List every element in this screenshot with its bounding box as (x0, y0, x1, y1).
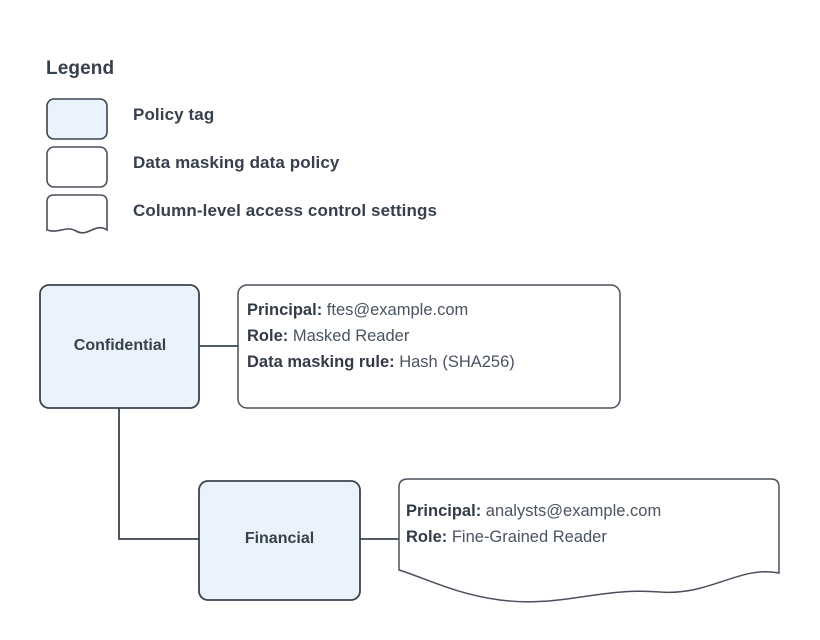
connector-confidential-to-financial (118, 408, 199, 540)
callout-access-control[interactable] (398, 478, 780, 603)
callout-line: Role: Fine-Grained Reader (406, 524, 661, 550)
callout-line: Principal: analysts@example.com (406, 498, 661, 524)
node-financial-label: Financial (244, 530, 315, 547)
callout-line: Principal: ftes@example.com (247, 297, 515, 323)
callout-line-value: Fine-Grained Reader (451, 528, 607, 546)
callout-line: Data masking rule: Hash (SHA256) (247, 349, 515, 375)
legend-item-policy-tag-label: Policy tag (133, 105, 215, 124)
callout-line-value: analysts@example.com (485, 502, 662, 520)
callout-line-value: ftes@example.com (326, 301, 469, 319)
data-policy-swatch-icon (46, 146, 108, 188)
policy-tag-swatch-icon (46, 98, 108, 140)
node-confidential-label: Confidential (73, 337, 167, 354)
callout-line-value: Masked Reader (292, 327, 410, 345)
legend-title: Legend (46, 58, 115, 79)
callout-line-key: Data masking rule: (247, 353, 400, 371)
callout-line-key: Principal: (406, 502, 486, 520)
access-control-swatch-icon (46, 194, 108, 234)
legend-item-data-policy-label: Data masking data policy (133, 153, 340, 172)
legend-item-access-control-label: Column-level access control settings (133, 201, 438, 220)
callout-line-key: Principal: (247, 301, 327, 319)
callout-line: Role: Masked Reader (247, 323, 515, 349)
callout-line-key: Role: (247, 327, 293, 345)
callout-line-value: Hash (SHA256) (399, 353, 515, 371)
callout-masking-policy[interactable] (237, 284, 621, 409)
callout-line-key: Role: (406, 528, 452, 546)
node-financial[interactable] (198, 480, 361, 601)
node-confidential[interactable] (39, 284, 200, 409)
